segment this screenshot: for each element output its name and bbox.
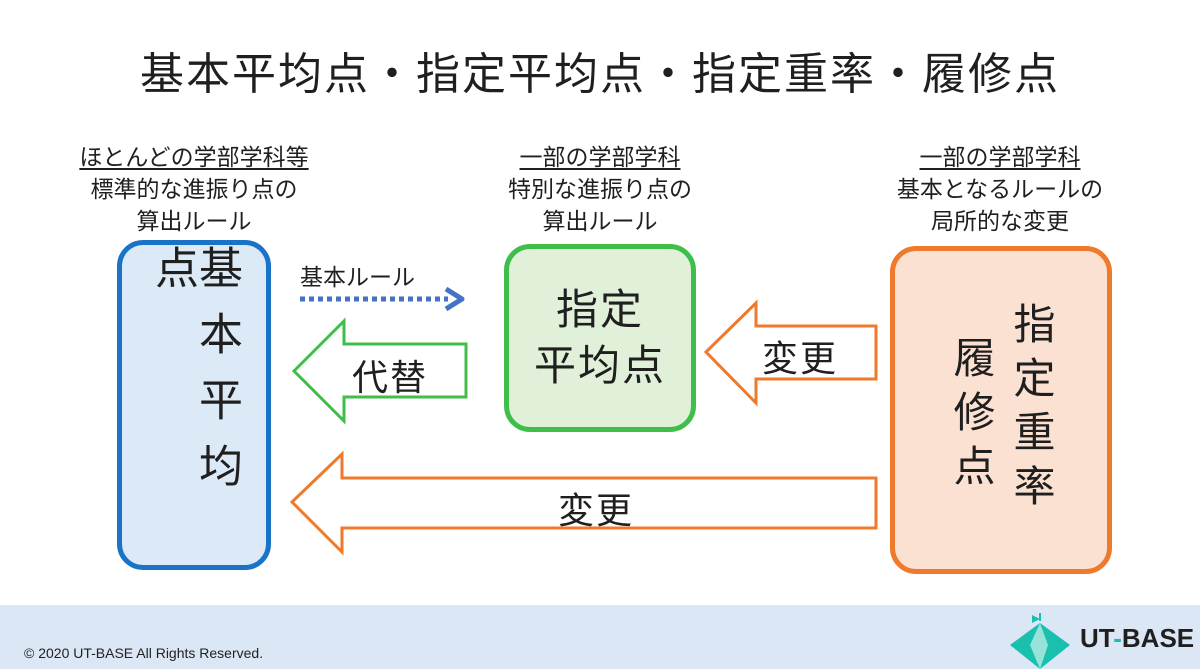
right-caption-line1: 一部の学部学科 [919, 145, 1081, 171]
designated-average-line1: 指定 [555, 285, 644, 334]
weight-and-credit-text: 指定重率 履修点 [947, 302, 1056, 518]
left-caption-line2: 標準的な進振り点の [90, 177, 298, 203]
left-caption: ほとんどの学部学科等 標準的な進振り点の 算出ルール [40, 142, 348, 238]
designated-average-text: 指定 平均点 [534, 282, 666, 394]
middle-caption: 一部の学部学科 特別な進振り点の 算出ルール [450, 142, 750, 238]
change-arrow-top [703, 299, 878, 407]
credit-points-text: 履修点 [947, 336, 996, 498]
designated-weight-text: 指定重率 [1007, 302, 1056, 518]
ut-base-logo: UT-BASE [1008, 611, 1198, 669]
basic-rule-label: 基本ルール [300, 265, 415, 291]
left-caption-line3: 算出ルール [136, 209, 252, 235]
middle-caption-line1: 一部の学部学科 [519, 145, 681, 171]
ut-base-logo-text: UT-BASE [1080, 623, 1195, 653]
designated-average-line2: 平均点 [533, 341, 666, 390]
footer-bar: © 2020 UT-BASE All Rights Reserved. UT-B… [0, 605, 1200, 669]
weight-and-credit-box: 指定重率 履修点 [890, 246, 1112, 574]
right-caption-line3: 局所的な変更 [931, 209, 1069, 235]
basic-average-text: 基本平均点 [147, 245, 242, 509]
basic-rule-arrowhead [444, 286, 465, 312]
substitute-label: 代替 [352, 358, 429, 399]
change-label-bottom: 変更 [558, 491, 635, 532]
ut-base-logo-icon [1010, 613, 1070, 669]
designated-average-box: 指定 平均点 [504, 244, 696, 432]
left-caption-line1: ほとんどの学部学科等 [79, 145, 309, 171]
right-caption: 一部の学部学科 基本となるルールの 局所的な変更 [845, 142, 1155, 238]
diagram-title: 基本平均点・指定平均点・指定重率・履修点 [140, 49, 1060, 100]
basic-average-box: 基本平均点 [117, 240, 271, 570]
middle-caption-line3: 算出ルール [542, 209, 658, 235]
change-label-top: 変更 [762, 339, 839, 380]
right-caption-line2: 基本となるルールの [896, 177, 1104, 203]
copyright-text: © 2020 UT-BASE All Rights Reserved. [24, 645, 264, 661]
substitute-arrow [291, 317, 468, 425]
middle-caption-line2: 特別な進振り点の [508, 177, 692, 203]
change-arrow-bottom [289, 450, 878, 556]
